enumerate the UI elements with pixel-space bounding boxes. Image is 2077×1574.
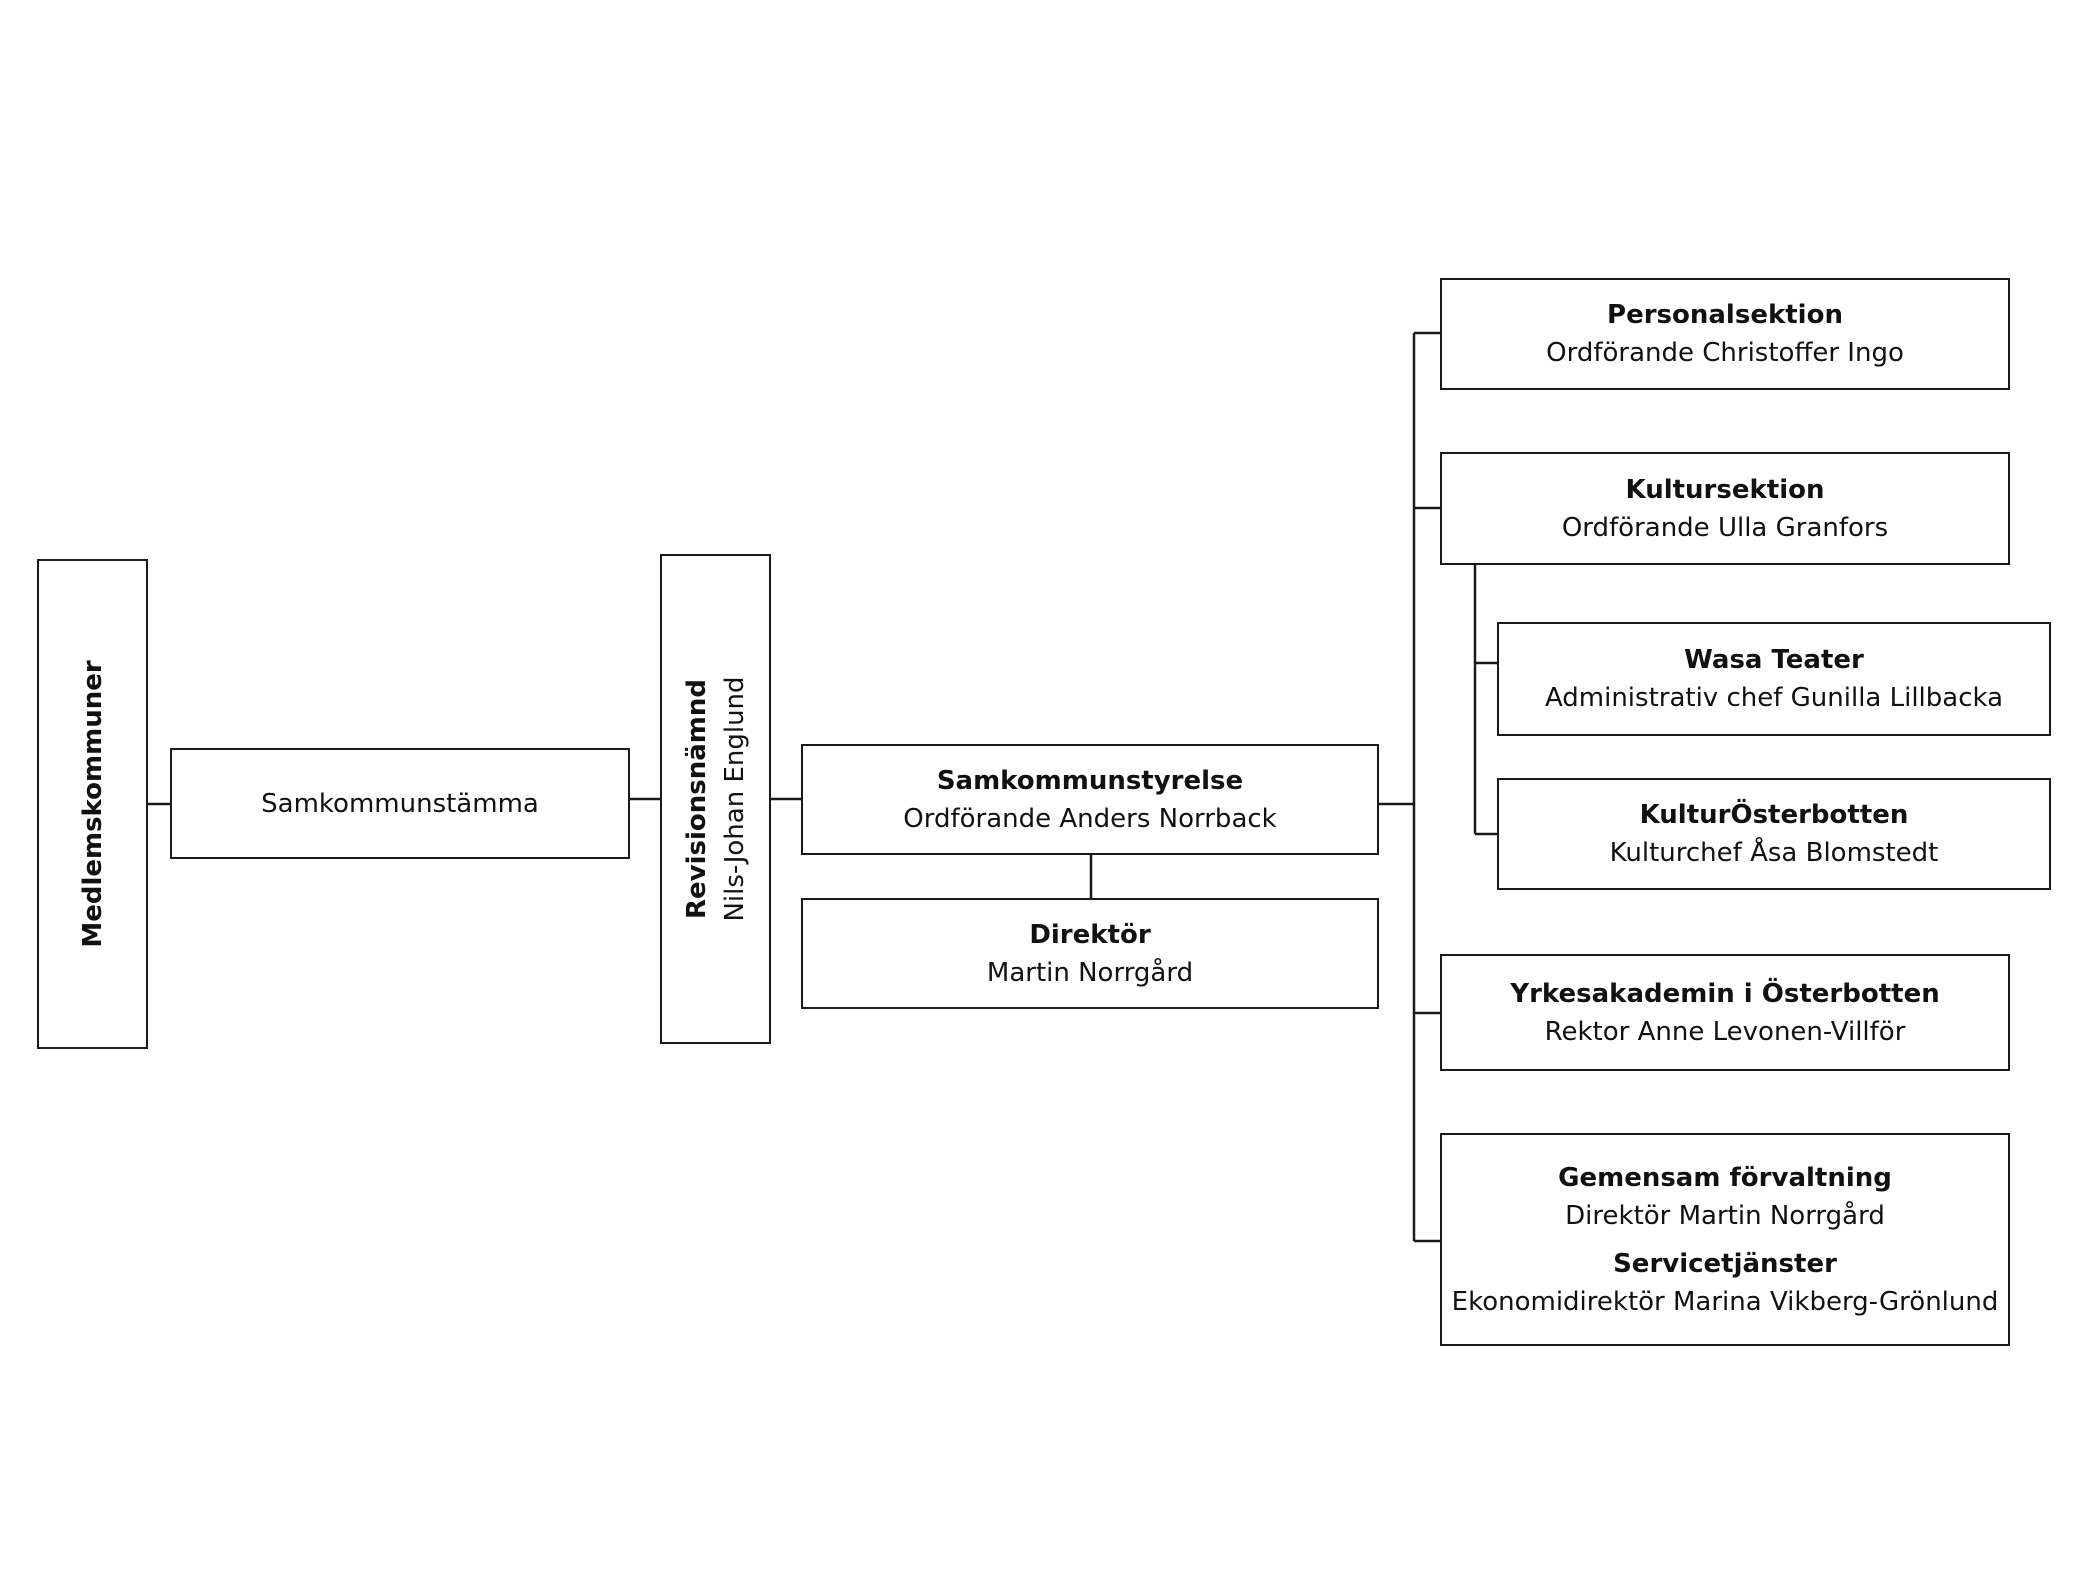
kulturosterbotten-box: KulturÖsterbotten Kulturchef Åsa Blomste… bbox=[1497, 778, 2051, 890]
gemensam-forvaltning-title: Gemensam förvaltning bbox=[1558, 1162, 1892, 1193]
direktor-person: Martin Norrgård bbox=[986, 957, 1194, 988]
medlemskommuner-title: Medlemskommuner bbox=[77, 660, 108, 948]
wasa-teater-box: Wasa Teater Administrativ chef Gunilla L… bbox=[1497, 622, 2051, 736]
kultursektion-person: Ordförande Ulla Granfors bbox=[1561, 512, 1889, 543]
servicetjanster-title: Servicetjänster bbox=[1613, 1248, 1837, 1279]
personalsektion-title: Personalsektion bbox=[1607, 300, 1843, 330]
gemensam-forvaltning-person: Direktör Martin Norrgård bbox=[1565, 1200, 1885, 1231]
revisionsnamnd-title: Revisionsnämnd bbox=[681, 678, 712, 920]
medlemskommuner-box: Medlemskommuner bbox=[37, 559, 148, 1049]
samkommunstamma-box: Samkommunstämma bbox=[170, 748, 630, 859]
yrkesakademin-box: Yrkesakademin i Österbotten Rektor Anne … bbox=[1440, 954, 2010, 1071]
direktor-box: Direktör Martin Norrgård bbox=[801, 898, 1379, 1009]
personalsektion-box: Personalsektion Ordförande Christoffer I… bbox=[1440, 278, 2010, 390]
yrkesakademin-title: Yrkesakademin i Österbotten bbox=[1510, 978, 1940, 1009]
kulturosterbotten-person: Kulturchef Åsa Blomstedt bbox=[1609, 838, 1939, 868]
samkommunstyrelse-box: Samkommunstyrelse Ordförande Anders Norr… bbox=[801, 744, 1379, 855]
samkommunstyrelse-person: Ordförande Anders Norrback bbox=[903, 803, 1277, 834]
yrkesakademin-person: Rektor Anne Levonen-Villför bbox=[1544, 1016, 1906, 1047]
samkommunstamma-title: Samkommunstämma bbox=[261, 788, 539, 819]
direktor-title: Direktör bbox=[1029, 919, 1151, 950]
personalsektion-person: Ordförande Christoffer Ingo bbox=[1546, 338, 1904, 368]
revisionsnamnd-person: Nils-Johan Englund bbox=[719, 676, 750, 922]
kulturosterbotten-title: KulturÖsterbotten bbox=[1639, 800, 1909, 830]
gemensam-forvaltning-box: Gemensam förvaltning Direktör Martin Nor… bbox=[1440, 1133, 2010, 1346]
revisionsnamnd-box: Revisionsnämnd Nils-Johan Englund bbox=[660, 554, 771, 1044]
servicetjanster-person: Ekonomidirektör Marina Vikberg-Grönlund bbox=[1451, 1286, 1999, 1317]
wasa-teater-person: Administrativ chef Gunilla Lillbacka bbox=[1544, 683, 2004, 713]
kultursektion-title: Kultursektion bbox=[1625, 474, 1825, 505]
wasa-teater-title: Wasa Teater bbox=[1684, 645, 1864, 675]
samkommunstyrelse-title: Samkommunstyrelse bbox=[936, 765, 1244, 796]
kultursektion-box: Kultursektion Ordförande Ulla Granfors bbox=[1440, 452, 2010, 565]
